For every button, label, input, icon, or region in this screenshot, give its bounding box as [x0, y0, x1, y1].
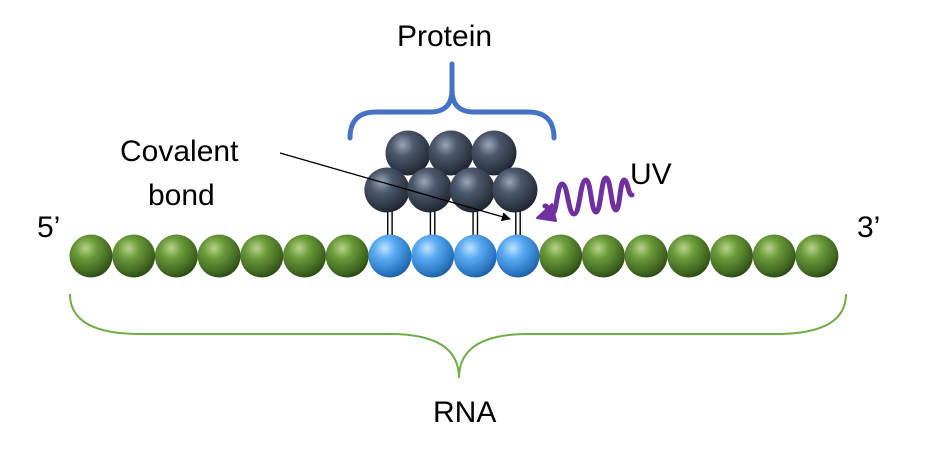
- covalent-bond-label-line1: Covalent: [120, 135, 239, 168]
- protein-label: Protein: [397, 20, 493, 53]
- rna-nucleotide-bead: [752, 234, 796, 278]
- protein-subunit-bead: [385, 130, 431, 176]
- five-prime-label: 5’: [37, 211, 61, 244]
- protein-cluster: [364, 130, 538, 213]
- protein-subunit-bead: [407, 167, 453, 213]
- protein-subunit-bead: [492, 167, 538, 213]
- rna-nucleotide-bead: [240, 234, 284, 278]
- rna-nucleotide-bead: [624, 234, 668, 278]
- three-prime-label: 3’: [857, 211, 881, 244]
- rna-nucleotide-bead: [112, 234, 156, 278]
- rna-nucleotide-bead: [197, 234, 241, 278]
- rna-nucleotide-bead: [667, 234, 711, 278]
- covalent-bond-label-line2: bond: [148, 179, 215, 212]
- bound-nucleotide-bead: [496, 234, 540, 278]
- rna-nucleotide-bead: [795, 234, 839, 278]
- covalent-bond-links: [387, 208, 521, 238]
- bound-nucleotide-bead: [368, 234, 412, 278]
- rna-bracket: [69, 293, 847, 379]
- uv-arrowhead-icon: [536, 203, 557, 222]
- protein-subunit-bead: [364, 167, 410, 213]
- bound-nucleotide-bead: [411, 234, 455, 278]
- protein-subunit-bead: [471, 130, 517, 176]
- rna-nucleotide-bead: [154, 234, 198, 278]
- rna-nucleotide-bead: [69, 234, 113, 278]
- rna-nucleotide-bead: [325, 234, 369, 278]
- bound-nucleotide-bead: [453, 234, 497, 278]
- rna-strand: [69, 234, 839, 278]
- rna-label: RNA: [433, 396, 497, 429]
- rna-nucleotide-bead: [283, 234, 326, 278]
- uv-label: UV: [630, 158, 672, 191]
- rna-nucleotide-bead: [581, 234, 625, 278]
- protein-bracket: [347, 61, 557, 141]
- rna-nucleotide-bead: [710, 234, 753, 278]
- protein-subunit-bead: [449, 167, 495, 213]
- covalent-bond-arrow: [279, 152, 511, 222]
- protein-subunit-bead: [428, 130, 474, 176]
- uv-wave-icon: [542, 175, 635, 217]
- rna-nucleotide-bead: [539, 234, 583, 278]
